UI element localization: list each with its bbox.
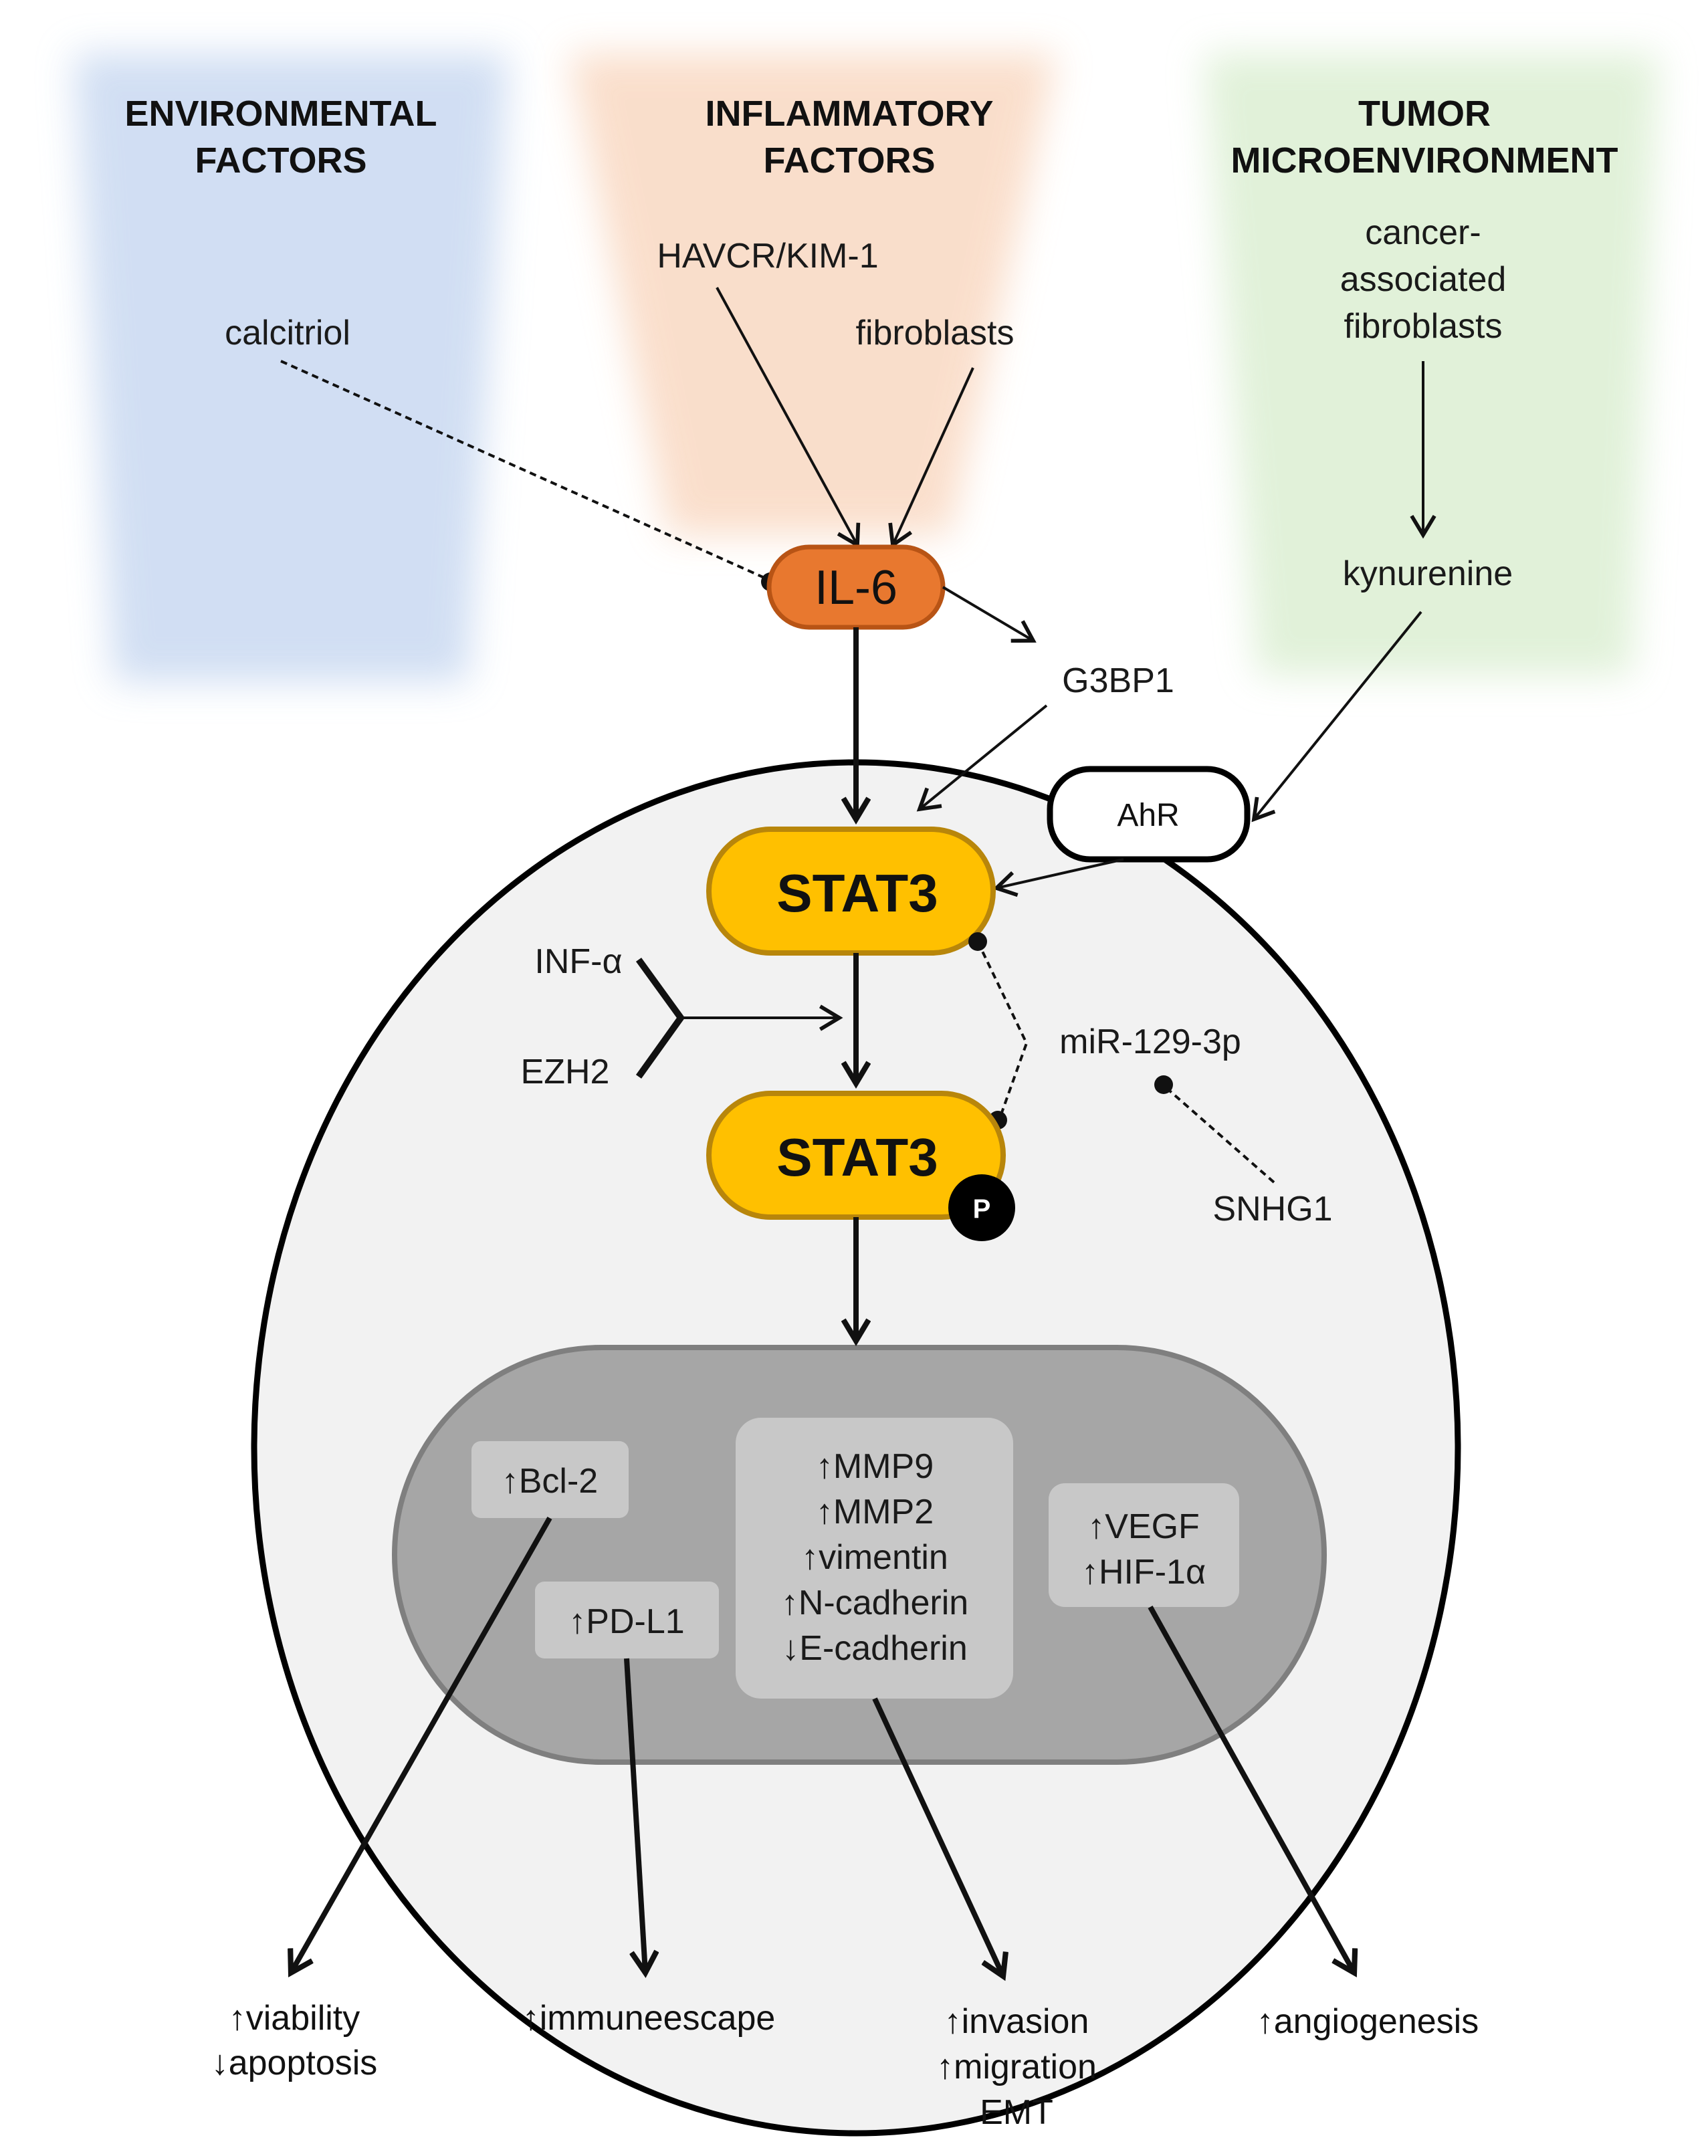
angiogenesis-label: ↑angiogenesis: [1257, 2002, 1479, 2041]
angio-to-angiogenesis-arrow: [1148, 1606, 1354, 1973]
environmental-header-line2: FACTORS: [195, 140, 366, 181]
snhg1-inhibition-dot: [1154, 1075, 1173, 1094]
hif1a-label: ↑HIF-1α: [1081, 1553, 1206, 1592]
n-cadherin-label: ↑N-cadherin: [781, 1584, 968, 1622]
phosphate-badge: [948, 1174, 1015, 1241]
bcl2-label: ↑Bcl-2: [502, 1462, 598, 1501]
ahr-label: AhR: [1117, 798, 1179, 833]
snhg1-label: SNHG1: [1212, 1190, 1332, 1228]
stat3-label: STAT3: [776, 863, 938, 923]
mir-inhibits-stat3-dot: [968, 932, 987, 951]
caf-label-line2: associated: [1340, 260, 1507, 299]
fibroblasts-label: fibroblasts: [856, 314, 1015, 352]
havcr-to-il6-arrow: [716, 287, 861, 548]
immune-escape-label: ↑immuneescape: [522, 1999, 776, 2038]
vimentin-label: ↑vimentin: [801, 1538, 948, 1577]
bcl2-box: [471, 1441, 629, 1518]
snhg1-inhibition-line: [1164, 1085, 1275, 1184]
kynurenine-to-ahr-arrow: [1251, 611, 1422, 823]
tumor-panel: [1204, 53, 1659, 675]
calcitriol-inhibition-line: [280, 360, 771, 582]
pdl1-to-immune-arrow: [624, 1658, 645, 1973]
bcl2-to-viability-arrow: [291, 1517, 552, 1973]
inflammatory-header-line2: FACTORS: [763, 140, 935, 181]
e-cadherin-label: ↓E-cadherin: [782, 1629, 967, 1668]
g3bp1-label: G3BP1: [1062, 661, 1174, 700]
il6-label: IL-6: [815, 561, 897, 615]
apoptosis-label: ↓apoptosis: [211, 2044, 378, 2082]
mir-inhibition-line: [976, 941, 1029, 1119]
environmental-header-line1: ENVIRONMENTAL: [125, 94, 437, 134]
viability-label: ↑viability: [229, 1999, 360, 2038]
il6-to-g3bp1-arrow: [942, 586, 1037, 643]
ahr-to-stat3-arrow: [992, 858, 1124, 897]
migration-label: ↑migration: [936, 2048, 1097, 2086]
ahr-receptor: [1047, 766, 1251, 863]
emt-to-invasion-arrow: [872, 1697, 1003, 1976]
fibroblasts-to-il6-arrow: [888, 367, 974, 549]
caf-label-line3: fibroblasts: [1344, 307, 1503, 346]
inf-alpha-label: INF-α: [534, 942, 622, 981]
environmental-panel: [74, 53, 508, 682]
angio-genes-box: [1049, 1483, 1239, 1607]
kynurenine-label: kynurenine: [1343, 554, 1513, 593]
stat3-node: [706, 827, 996, 956]
pdl1-box: [535, 1582, 719, 1658]
ezh2-label: EZH2: [521, 1053, 610, 1091]
havcr-label: HAVCR/KIM-1: [657, 237, 878, 276]
mir-label: miR-129-3p: [1059, 1022, 1241, 1061]
tumor-header-line2: MICROENVIRONMENT: [1231, 140, 1618, 181]
invasion-label: ↑invasion: [944, 2002, 1089, 2041]
vegf-label: ↑VEGF: [1087, 1507, 1200, 1546]
phosphate-label: P: [973, 1194, 991, 1224]
emt-label: EMT: [980, 2093, 1053, 2132]
calcitriol-label: calcitriol: [225, 314, 350, 352]
tumor-header-line1: TUMOR: [1358, 94, 1491, 134]
pdl1-label: ↑PD-L1: [568, 1602, 684, 1641]
mmp2-label: ↑MMP2: [816, 1493, 934, 1531]
inflammatory-panel: [568, 53, 1057, 535]
g3bp1-to-stat3-arrow: [916, 704, 1048, 812]
inflammatory-header-line1: INFLAMMATORY: [706, 94, 994, 134]
phospho-stat3-label: STAT3: [776, 1127, 938, 1187]
emt-genes-box: [736, 1418, 1013, 1699]
mmp9-label: ↑MMP9: [816, 1447, 934, 1486]
caf-label-line1: cancer-: [1365, 213, 1481, 252]
